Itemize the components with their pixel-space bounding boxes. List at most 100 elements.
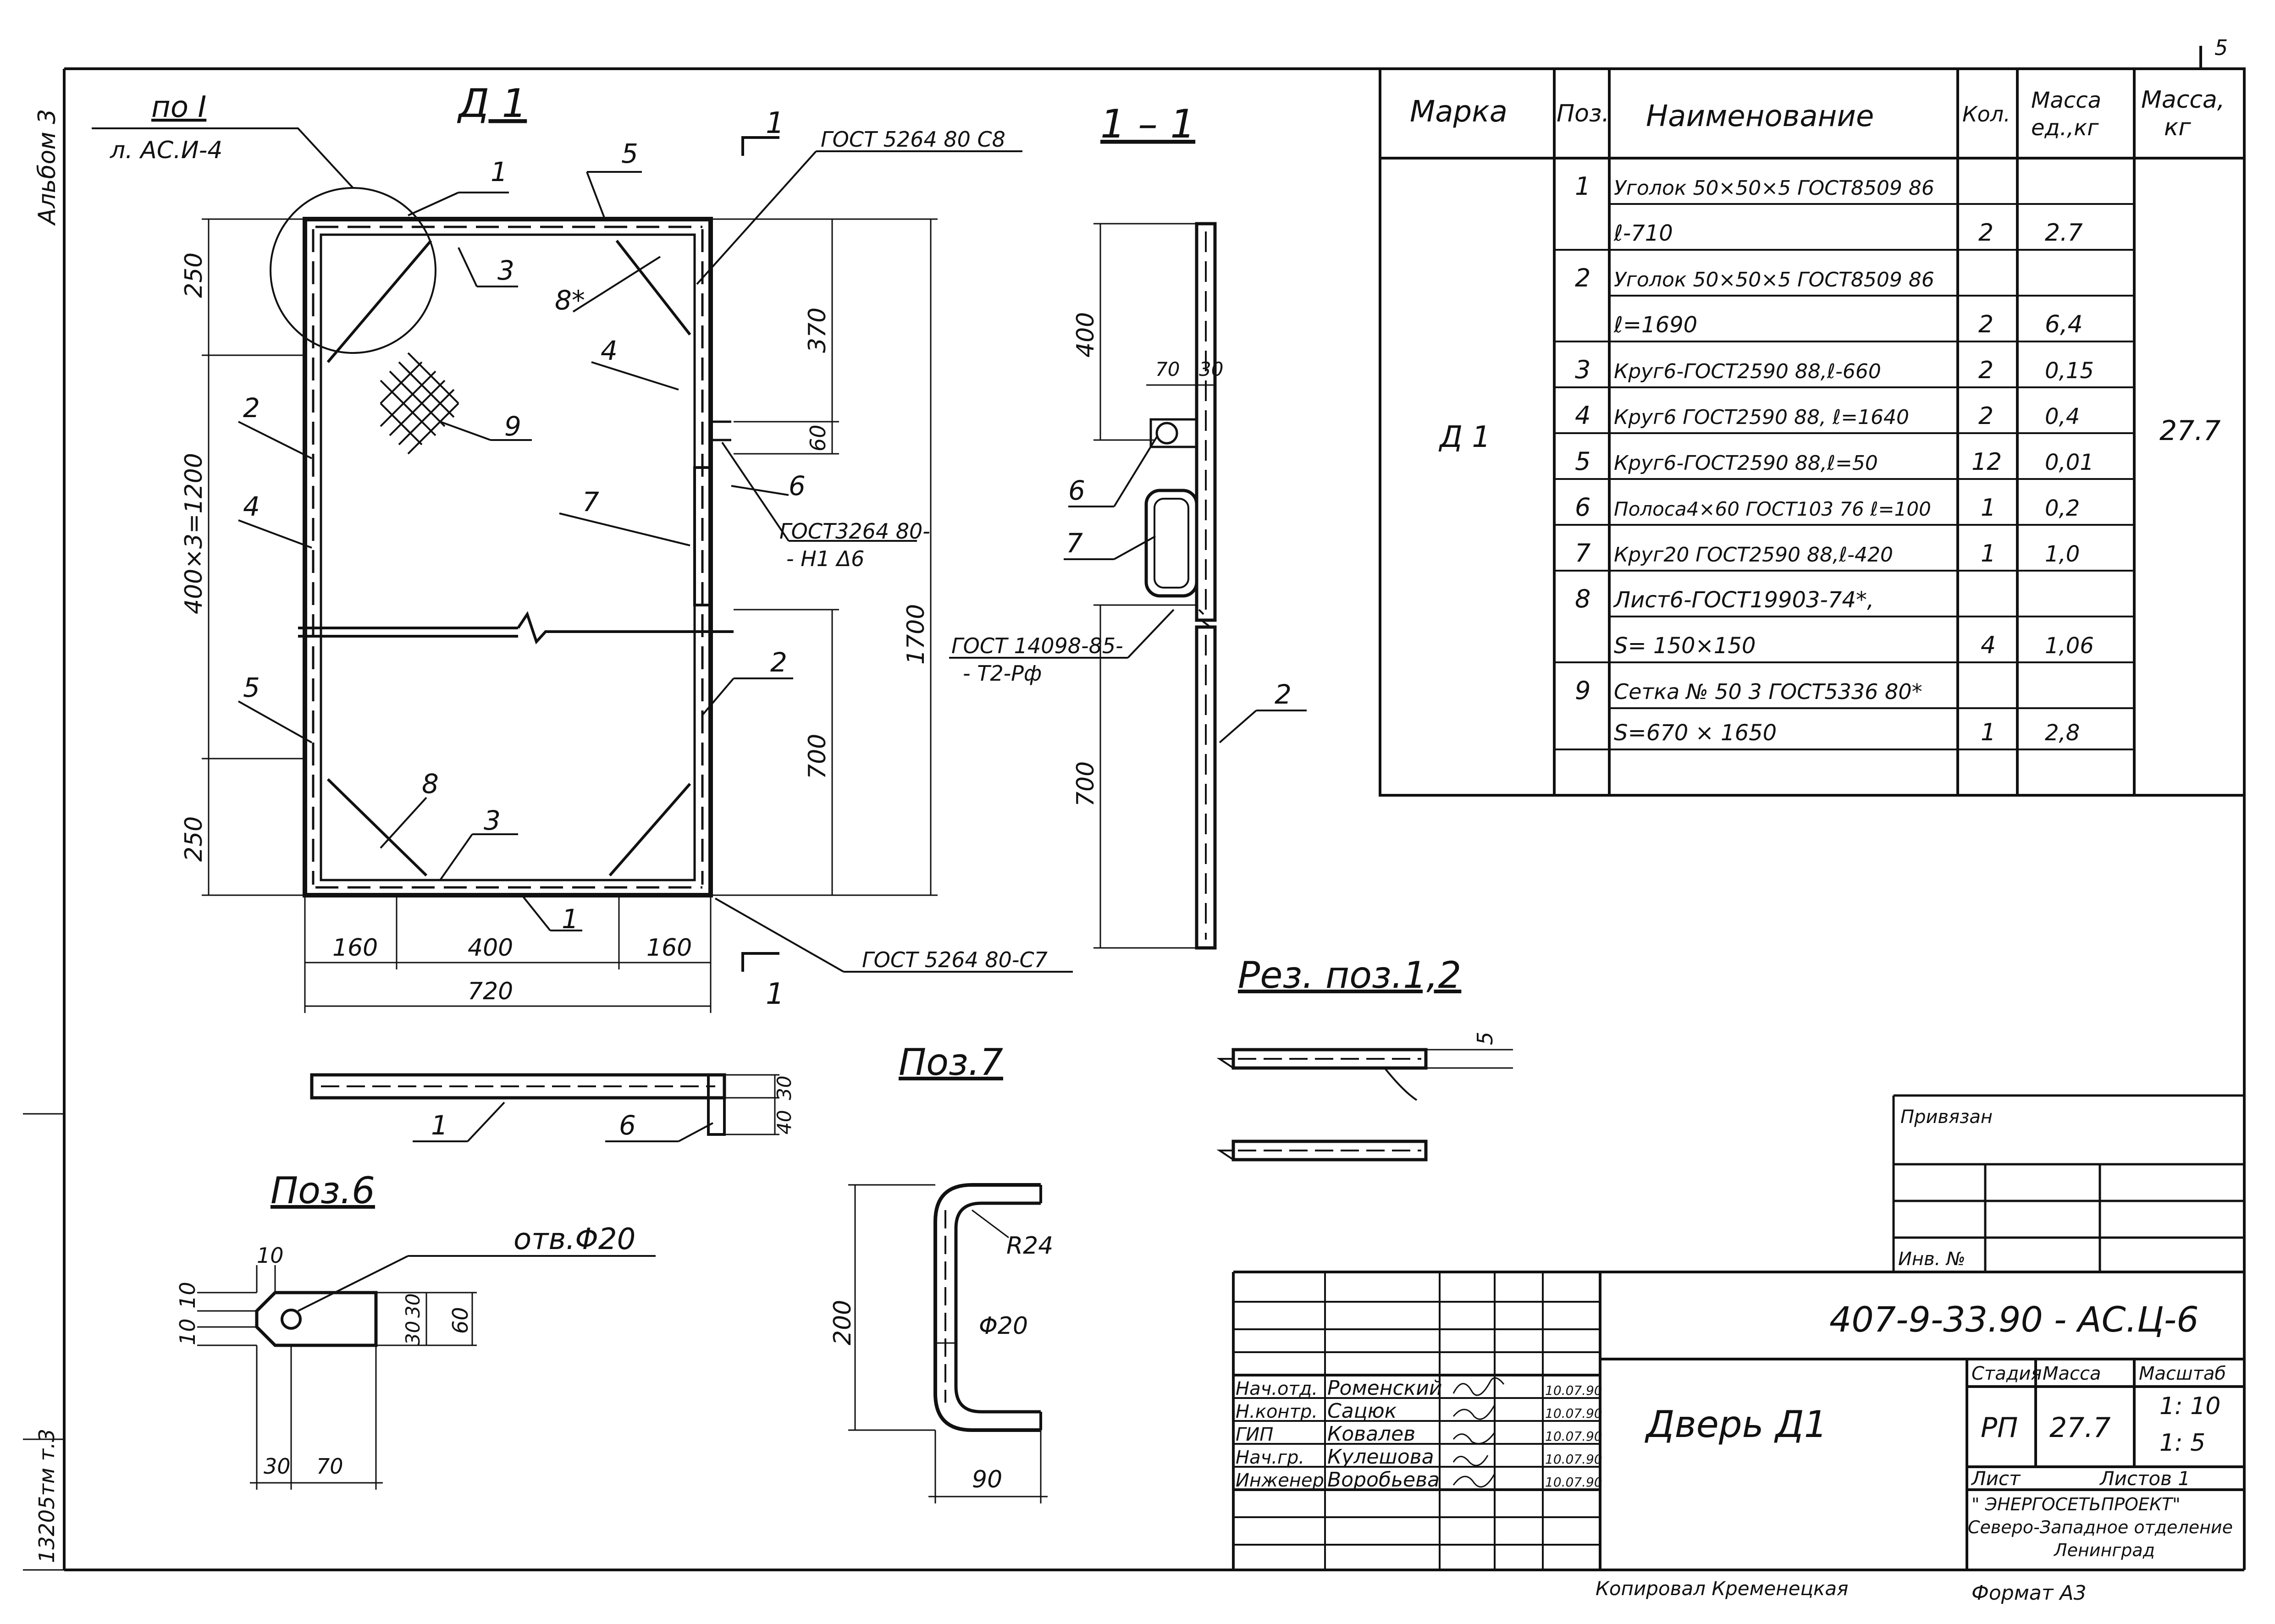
inventory-label: 13205тм т.3 (34, 1429, 59, 1563)
row-pos: 8 (1575, 584, 1590, 613)
gost-leaders (696, 150, 1175, 973)
row-mass: 2,8 (2045, 720, 2080, 746)
row-name: Уголок 50×50×5 ГОСТ8509 86 (1614, 268, 1934, 292)
detail-pos6: Поз.6 отв.Φ20 10 10 10 30 30 60 (175, 1169, 656, 1490)
row-pos: 1 (1575, 172, 1590, 201)
person-date: 10.07.90 (1545, 1452, 1602, 1467)
section-pos-2: 2 (1275, 679, 1292, 710)
row-mass: 1,0 (2045, 541, 2080, 567)
row-name: Лист6-ГОСТ19903-74*, (1613, 587, 1874, 613)
pos7-dim-90: 90 (972, 1466, 1002, 1493)
person-date: 10.07.90 (1545, 1475, 1602, 1490)
row-pos: 9 (1575, 676, 1590, 705)
section-leaders (1064, 435, 1307, 743)
row-pos: 6 (1575, 493, 1590, 522)
pos-label: 1 (491, 156, 508, 187)
pos1-label-1: 1 (431, 1110, 448, 1141)
row-qty: 2 (1978, 219, 1993, 247)
d1-dim-lines (202, 218, 938, 1013)
row-qty: 12 (1971, 448, 2002, 476)
pos-label: 5 (621, 138, 638, 169)
pos-label: 4 (601, 335, 618, 366)
col-header-pos: Поз. (1557, 100, 1609, 127)
dim-bottom-160b: 160 (646, 934, 692, 962)
rez-cuts (1216, 1048, 1513, 1162)
col-scale: Масштаб (2139, 1363, 2226, 1384)
row-mass: 6,4 (2045, 311, 2083, 338)
dim-left-top: 250 (180, 253, 208, 298)
privyazan-label: Привязан (1900, 1107, 1993, 1128)
section-dim-70: 70 (1155, 358, 1180, 380)
row-name: ℓ-710 (1613, 220, 1673, 246)
pos7-title: Поз.7 (899, 1041, 1003, 1084)
pos6-dim-30-c: 30 (264, 1454, 291, 1479)
dim-bottom-400: 400 (468, 934, 513, 962)
spec-table-grid (1379, 67, 2246, 797)
row-pos: 7 (1575, 539, 1590, 567)
person-name: Сацюк (1327, 1399, 1397, 1423)
stage-value: РП (1981, 1412, 2018, 1444)
dim-right-370: 370 (804, 308, 831, 353)
row-mass: 2.7 (2045, 219, 2083, 247)
gost-weld-top: ГОСТ 5264 80 С8 (821, 127, 1005, 152)
mass-value: 27.7 (2049, 1412, 2111, 1444)
row-qty: 1 (1981, 719, 1996, 746)
org-line-1: " ЭНЕРГОСЕТЬПРОЕКТ" (1971, 1494, 2181, 1514)
dim-right-60: 60 (806, 424, 830, 451)
person-role: Нач.отд. (1236, 1378, 1318, 1399)
dim-left-bottom: 250 (180, 816, 208, 862)
row-qty: 4 (1981, 632, 1996, 659)
col-mass: Масса (2043, 1363, 2101, 1384)
album-label: Альбом 3 (33, 109, 61, 226)
pos6-dim-60: 60 (448, 1307, 473, 1334)
row-qty: 1 (1981, 494, 1996, 522)
view-d1: Д 1 (92, 81, 1175, 1013)
row-name: Уголок 50×50×5 ГОСТ8509 86 (1614, 176, 1934, 200)
pos1-dim-30: 30 (773, 1076, 795, 1100)
pos-label: 7 (582, 486, 599, 517)
row-mass: 0,4 (2045, 404, 2080, 429)
scale-value-2: 1: 5 (2159, 1429, 2205, 1457)
pos-leaders (238, 171, 793, 931)
pos7-diameter: Φ20 (979, 1312, 1028, 1340)
row-name: ℓ=1690 (1613, 312, 1697, 338)
pos7-dim-200: 200 (829, 1300, 856, 1345)
pos-label: 3 (484, 805, 501, 836)
section-dim-700: 700 (1072, 761, 1099, 807)
section-pos-7: 7 (1066, 528, 1083, 559)
pos6-plate (197, 1255, 656, 1490)
gost-left-2: - Т2-Рф (963, 661, 1042, 686)
pos1-label-6: 6 (619, 1110, 636, 1141)
person-date: 10.07.90 (1545, 1383, 1602, 1398)
detail-pos7: Поз.7 R24 200 Φ20 90 (829, 1041, 1053, 1503)
section-title: 1 – 1 (1100, 101, 1195, 147)
pos-label: 8* (555, 285, 585, 316)
gost-left-1: ГОСТ 14098-85- (951, 633, 1123, 658)
row-name: Круг6 ГОСТ2590 88, ℓ=1640 (1614, 406, 1909, 429)
rez-title: Рез. поз.1,2 (1238, 954, 1461, 996)
drawing-code: 407-9-33.90 - АС.Ц-6 (1829, 1299, 2199, 1340)
sheet-label: Лист (1971, 1467, 2021, 1490)
row-name: S= 150×150 (1614, 633, 1756, 659)
pos-label: 9 (504, 411, 521, 442)
detail-pos1: 1 6 30 40 (310, 1073, 795, 1142)
callout-ref-bottom: л. АС.И-4 (110, 137, 222, 164)
spec-mark: Д 1 (1438, 420, 1491, 454)
pos7-radius: R24 (1006, 1232, 1053, 1260)
section-marks (741, 136, 779, 972)
scale-value-1: 1: 10 (2159, 1393, 2220, 1420)
paper-format: Формат А3 (1971, 1581, 2087, 1605)
person-name: Воробьева (1327, 1468, 1440, 1492)
person-role: ГИП (1236, 1424, 1273, 1445)
section-dims (1093, 223, 1215, 949)
drawing-name: Дверь Д1 (1645, 1403, 1828, 1446)
row-pos: 4 (1575, 401, 1590, 430)
person-name: Ковалев (1327, 1422, 1415, 1446)
person-name: Кулешова (1327, 1445, 1434, 1469)
pos6-title: Поз.6 (271, 1169, 375, 1212)
callout-ref-top: по I (151, 90, 206, 124)
row-qty: 1 (1981, 540, 1996, 567)
sheets-label: Листов 1 (2099, 1467, 2190, 1490)
